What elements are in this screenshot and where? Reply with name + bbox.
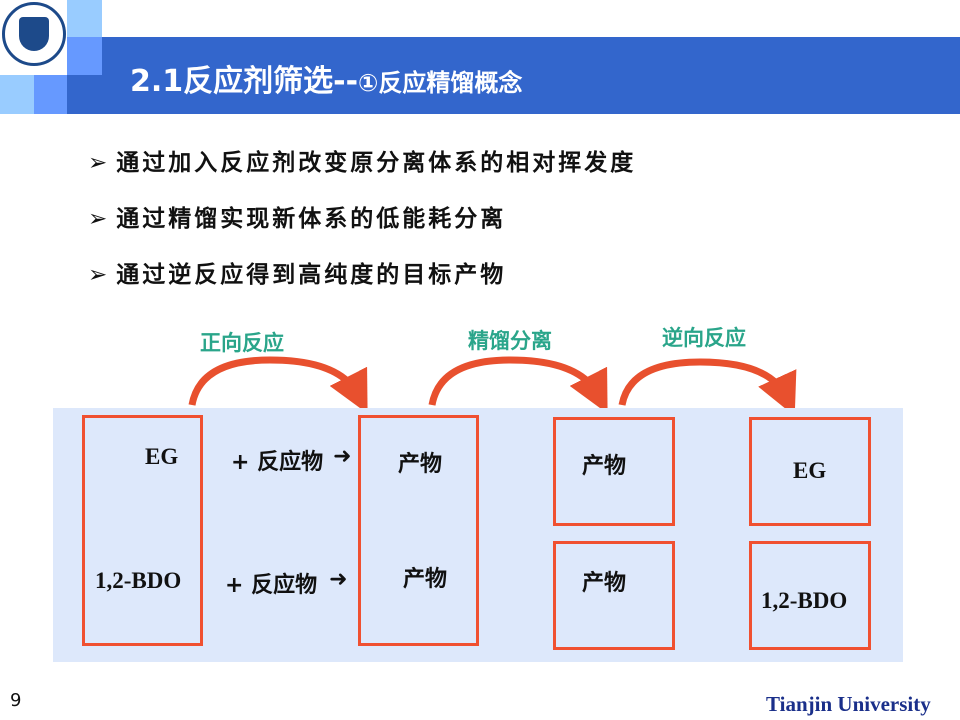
- step-label: 逆向反应: [662, 326, 746, 350]
- arrow-icon: ➜: [333, 444, 352, 469]
- decor-square: [67, 0, 102, 37]
- final-box: [749, 541, 871, 650]
- process-diagram: EG 1,2-BDO + 反应物 + 反应物 ➜ ➜ 产物 产物 产物 产物 E…: [53, 408, 903, 662]
- curved-arrow: [188, 356, 368, 414]
- curved-arrow: [428, 356, 608, 414]
- feed-box: [82, 415, 203, 646]
- product-label: 产物: [403, 567, 448, 592]
- title-banner: [102, 37, 960, 114]
- feed-label: EG: [145, 444, 179, 469]
- final-label: 1,2-BDO: [761, 588, 848, 613]
- arrow-icon: ➜: [329, 567, 348, 592]
- decor-square: [34, 75, 67, 114]
- page-title: 2.1反应剂筛选--①反应精馏概念: [130, 64, 523, 99]
- feed-label: 1,2-BDO: [95, 568, 182, 593]
- reactor-box: [358, 415, 479, 646]
- university-logo: [2, 2, 66, 66]
- product-box: [553, 541, 675, 650]
- bullet-item: ➢通过精馏实现新体系的低能耗分离: [88, 206, 507, 232]
- product-label: 产物: [582, 454, 627, 479]
- curved-arrow: [618, 358, 797, 417]
- product-box: [553, 417, 675, 526]
- product-label: 产物: [582, 571, 627, 596]
- final-label: EG: [793, 458, 827, 483]
- university-name: Tianjin University: [766, 692, 931, 716]
- product-label: 产物: [398, 452, 443, 477]
- decor-square: [67, 75, 102, 114]
- page-number: 9: [10, 690, 22, 711]
- final-box: [749, 417, 871, 526]
- bullet-item: ➢通过逆反应得到高纯度的目标产物: [88, 262, 507, 288]
- reagent-label: + 反应物: [231, 450, 324, 475]
- reagent-label: + 反应物: [225, 573, 318, 598]
- decor-square: [67, 37, 102, 75]
- bullet-item: ➢通过加入反应剂改变原分离体系的相对挥发度: [88, 150, 637, 176]
- step-label: 正向反应: [200, 331, 284, 355]
- decor-square: [0, 75, 34, 114]
- step-label: 精馏分离: [468, 329, 552, 353]
